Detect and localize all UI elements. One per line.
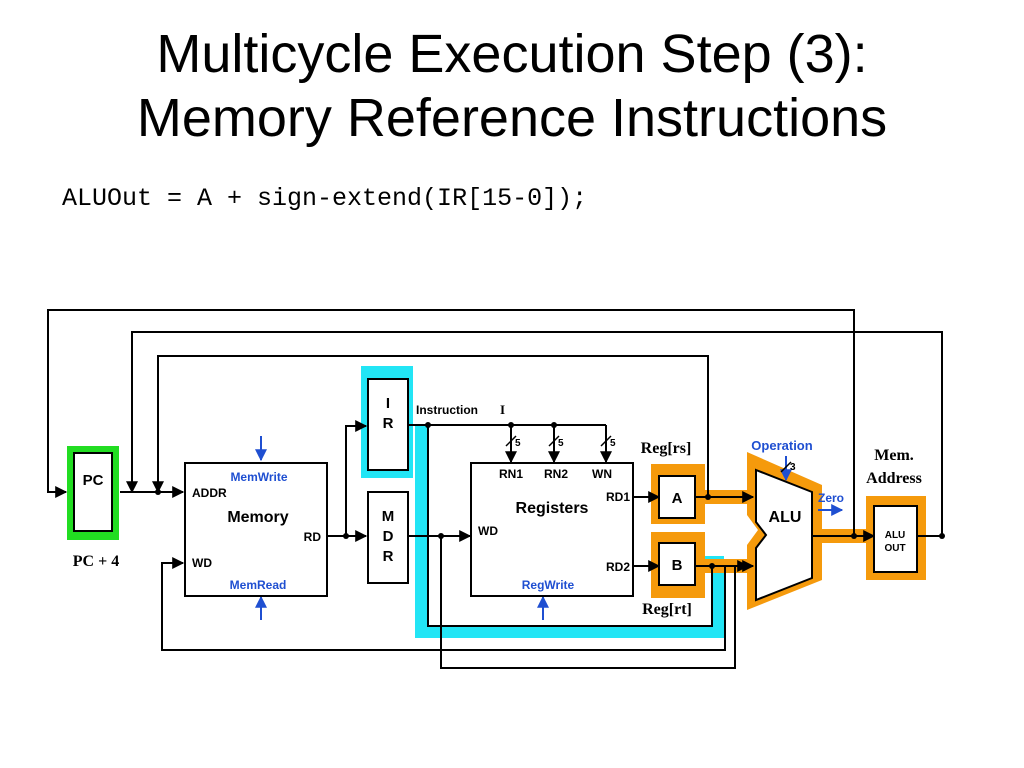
alu-label: ALU	[769, 509, 802, 526]
aluout-label-1: ALU	[885, 530, 906, 541]
code-line: ALUOut = A + sign-extend(IR[15-0]);	[62, 184, 588, 213]
operation-label: Operation	[751, 438, 812, 453]
instruction-i-label: I	[500, 402, 505, 417]
rn1-label: RN1	[499, 467, 523, 481]
memread-label: MemRead	[230, 578, 287, 592]
alu-shape	[755, 468, 813, 602]
memory-rd-label: RD	[304, 530, 322, 544]
control-arrows	[255, 436, 844, 620]
rd1-label: RD1	[606, 490, 630, 504]
operation-width: 3	[790, 462, 796, 473]
bus-slashes	[505, 435, 792, 473]
memory-wd-label: WD	[192, 556, 212, 570]
a-label: A	[672, 490, 683, 507]
mem-address-label-1: Mem.	[874, 447, 914, 464]
wire-to-ir	[345, 420, 368, 536]
pc-box	[73, 452, 113, 532]
b-label: B	[672, 557, 683, 574]
mem-address-label-2: Address	[866, 470, 922, 487]
memory-title: Memory	[227, 509, 288, 526]
registers-box	[470, 462, 634, 597]
wires	[47, 309, 944, 669]
rn2-label: RN2	[544, 467, 568, 481]
mdr-label-3: R	[383, 548, 394, 565]
junction-dots	[155, 422, 945, 569]
title-line-2: Memory Reference Instructions	[136, 88, 888, 148]
pc-label: PC	[83, 472, 104, 489]
mdr-label-2: D	[383, 528, 394, 545]
instruction-label: Instruction	[416, 403, 478, 417]
rn1-width: 5	[515, 438, 521, 449]
ir-label-2: R	[383, 415, 394, 432]
wn-width: 5	[610, 438, 616, 449]
mdr-label-1: M	[382, 508, 395, 525]
components	[73, 378, 918, 602]
aluout-label-2: OUT	[884, 543, 905, 554]
aluout-box	[873, 505, 918, 573]
b-box	[658, 542, 696, 586]
reg-rs-label: Reg[rs]	[641, 440, 692, 457]
title-line-1: Multicycle Execution Step (3):	[156, 24, 868, 84]
pc-note: PC + 4	[73, 553, 119, 570]
wire-loop-mid	[126, 331, 943, 536]
regwrite-label: RegWrite	[522, 578, 575, 592]
ir-box	[367, 378, 409, 471]
wire-loop-inner	[152, 355, 709, 496]
wn-label: WN	[592, 467, 612, 481]
rn2-width: 5	[558, 438, 564, 449]
memory-box	[184, 462, 328, 597]
memory-addr-label: ADDR	[192, 486, 227, 500]
wire-ir-down	[427, 425, 713, 627]
ir-label-1: I	[386, 395, 390, 412]
zero-label: Zero	[818, 491, 844, 505]
rd2-label: RD2	[606, 560, 630, 574]
slide-title: Multicycle Execution Step (3): Memory Re…	[0, 22, 1024, 150]
reg-rt-label: Reg[rt]	[642, 601, 692, 618]
wire-loop-outer	[47, 309, 855, 536]
mdr-box	[367, 491, 409, 584]
wire-bottom-loop	[161, 557, 726, 651]
registers-title: Registers	[516, 500, 589, 517]
registers-wd-label: WD	[478, 524, 498, 538]
memwrite-label: MemWrite	[230, 470, 287, 484]
a-box	[658, 475, 696, 519]
